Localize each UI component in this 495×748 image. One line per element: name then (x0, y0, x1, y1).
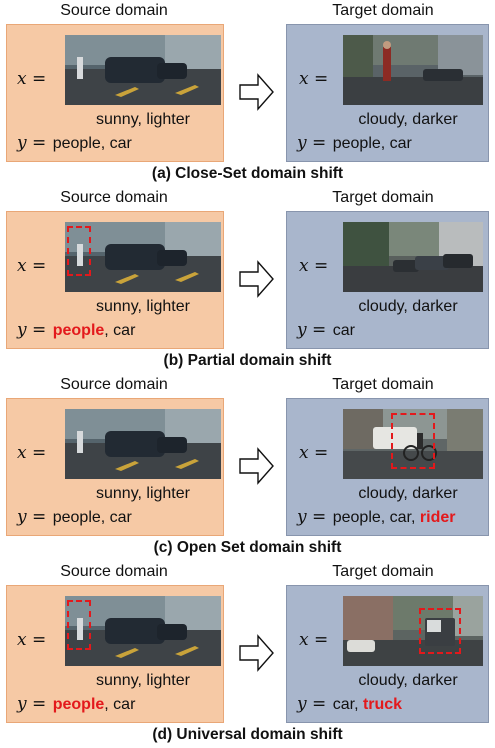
target-condition: cloudy, darker (358, 485, 458, 502)
people-bounding-box (67, 226, 91, 276)
source-condition: sunny, lighter (96, 111, 190, 128)
arrow-right-icon (239, 73, 274, 111)
source-domain-box: x = sunny, lighter y = people, car (6, 24, 224, 162)
target-domain-box: x = cloudy, darker y = car, truck (286, 585, 489, 723)
label-people: people (52, 135, 101, 152)
source-domain-box: x = sunny, lighter y = people, car (6, 585, 224, 723)
label-rest: , car (104, 322, 136, 339)
source-domain-header: Source domain (60, 563, 168, 580)
target-domain-box: x = cloudy, darker y = car (286, 211, 489, 349)
caption: (d) Universal domain shift (152, 726, 343, 743)
target-domain-box: x = cloudy, darker y = people, car (286, 24, 489, 162)
rider-bounding-box (391, 413, 435, 469)
label-rest: , car (100, 135, 132, 152)
y-label: y = (297, 507, 327, 527)
y-label: y = (297, 694, 327, 714)
target-street-image (343, 35, 483, 105)
source-street-image (65, 409, 221, 479)
source-condition: sunny, lighter (96, 485, 190, 502)
panel-open-set: Source domain Target domain x = sunny, l… (0, 374, 495, 561)
x-label: x = (299, 443, 329, 463)
x-label: x = (17, 443, 47, 463)
people-bounding-box (67, 600, 91, 650)
x-label: x = (299, 256, 329, 276)
label-people: people (52, 322, 105, 339)
label-main: car, (332, 696, 363, 713)
target-labels: y = people, car (297, 133, 412, 153)
target-condition: cloudy, darker (358, 672, 458, 689)
x-label: x = (299, 69, 329, 89)
panel-close-set: Source domain Target domain x = sunny, l… (0, 0, 495, 187)
arrow-right-icon (239, 447, 274, 485)
target-domain-header: Target domain (332, 563, 434, 580)
label-main: people, car (332, 135, 412, 152)
caption: (c) Open Set domain shift (153, 539, 342, 556)
arrow-right-icon (239, 260, 274, 298)
label-main: people, car, (332, 509, 420, 526)
y-label: y = (17, 320, 47, 340)
label-rest: , car (104, 696, 136, 713)
label-extra: rider (419, 509, 456, 526)
source-street-image (65, 596, 221, 666)
source-domain-box: x = sunny, lighter y = people, car (6, 398, 224, 536)
source-domain-header: Source domain (60, 2, 168, 19)
target-domain-header: Target domain (332, 189, 434, 206)
label-rest: , car (100, 509, 132, 526)
arrow-right-icon (239, 634, 274, 672)
y-label: y = (297, 133, 327, 153)
source-domain-box: x = sunny, lighter y = people, car (6, 211, 224, 349)
source-street-image (65, 222, 221, 292)
target-street-image (343, 596, 483, 666)
source-labels: y = people, car (17, 320, 135, 340)
truck-bounding-box (419, 608, 461, 654)
target-street-image (343, 222, 483, 292)
y-label: y = (17, 694, 47, 714)
source-condition: sunny, lighter (96, 298, 190, 315)
target-domain-box: x = cloudy, darker y = people, car, ride… (286, 398, 489, 536)
source-labels: y = people, car (17, 694, 135, 714)
label-extra: truck (362, 696, 403, 713)
panel-universal: Source domain Target domain x = sunny, l… (0, 561, 495, 748)
source-domain-header: Source domain (60, 189, 168, 206)
label-people: people (52, 509, 101, 526)
label-main: car (332, 322, 355, 339)
source-labels: y = people, car (17, 133, 132, 153)
source-street-image (65, 35, 221, 105)
y-label: y = (297, 320, 327, 340)
y-label: y = (17, 133, 47, 153)
target-condition: cloudy, darker (358, 298, 458, 315)
target-domain-header: Target domain (332, 376, 434, 393)
target-domain-header: Target domain (332, 2, 434, 19)
label-people: people (52, 696, 105, 713)
source-domain-header: Source domain (60, 376, 168, 393)
x-label: x = (17, 69, 47, 89)
y-label: y = (17, 507, 47, 527)
x-label: x = (299, 630, 329, 650)
target-condition: cloudy, darker (358, 111, 458, 128)
target-labels: y = car, truck (297, 694, 402, 714)
target-labels: y = people, car, rider (297, 507, 455, 527)
caption: (b) Partial domain shift (163, 352, 332, 369)
source-labels: y = people, car (17, 507, 132, 527)
source-condition: sunny, lighter (96, 672, 190, 689)
caption: (a) Close-Set domain shift (151, 165, 344, 182)
panel-partial: Source domain Target domain x = sunny, l… (0, 187, 495, 374)
x-label: x = (17, 630, 47, 650)
target-labels: y = car (297, 320, 355, 340)
x-label: x = (17, 256, 47, 276)
target-street-image (343, 409, 483, 479)
